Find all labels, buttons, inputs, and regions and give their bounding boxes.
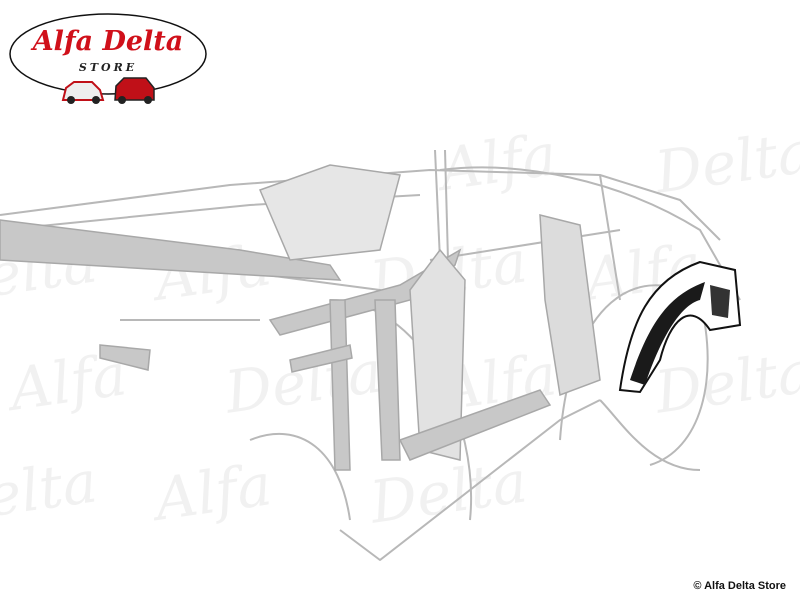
logo-cars-icon — [61, 77, 155, 104]
copyright-text: © Alfa Delta Store — [693, 580, 786, 592]
store-logo[interactable]: Alfa Delta STORE — [8, 8, 208, 104]
logo-subtitle: STORE — [79, 61, 137, 74]
highlighted-rear-wheel-arch-panel — [618, 260, 742, 394]
logo-brand-text: Alfa Delta — [30, 26, 184, 57]
